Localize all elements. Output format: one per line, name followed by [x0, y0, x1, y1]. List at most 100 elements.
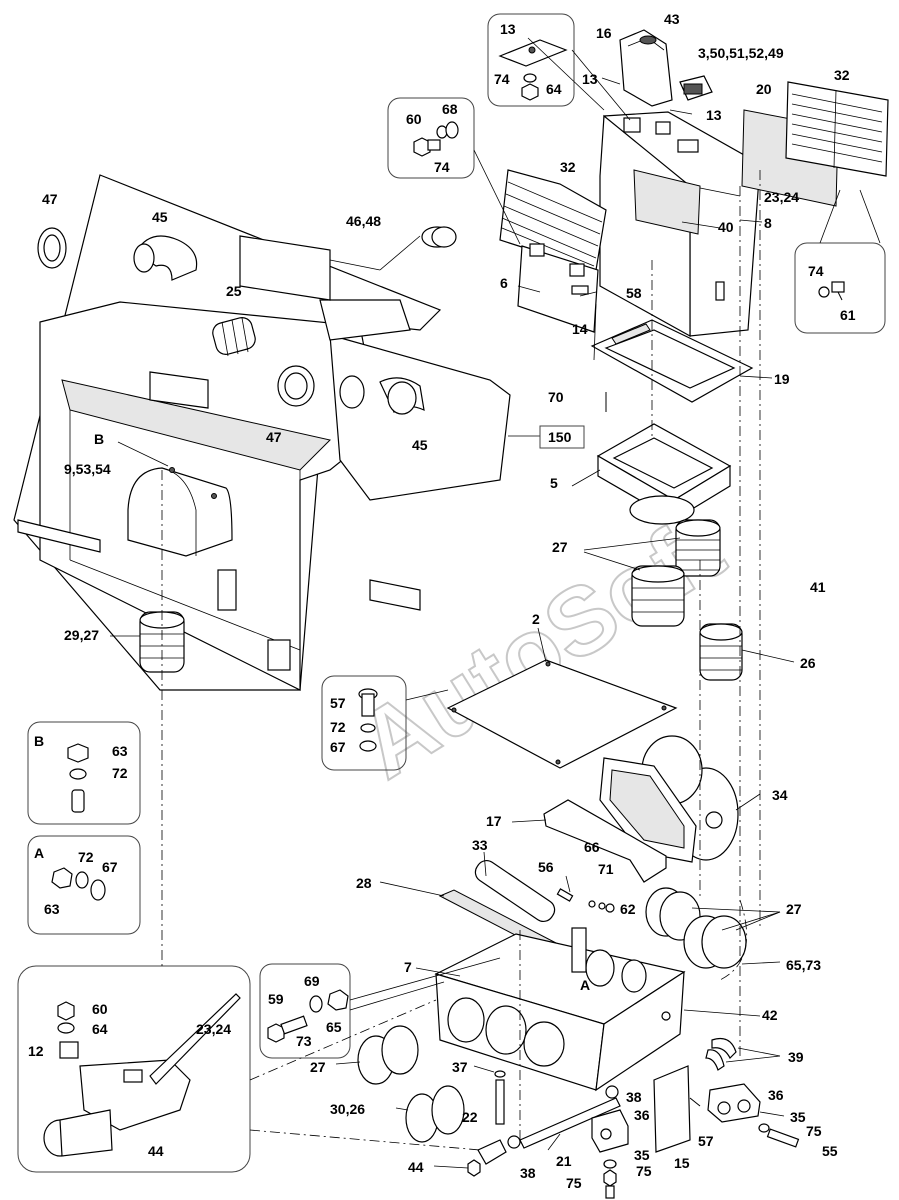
housing-port [339, 375, 365, 409]
ring-47a [37, 227, 67, 269]
label-61: 61 [840, 307, 856, 323]
label-64: 64 [92, 1021, 108, 1037]
blower-34 [599, 735, 739, 863]
detail-box-59-69-65-73 [259, 963, 351, 1059]
label-19: 19 [774, 371, 790, 387]
label-56: 56 [538, 859, 554, 875]
label-57: 57 [698, 1133, 714, 1149]
label-74: 74 [808, 263, 824, 279]
label-36: 36 [634, 1107, 650, 1123]
label-23-24: 23,24 [764, 189, 799, 205]
label-38: 38 [626, 1089, 642, 1105]
label-47: 47 [42, 191, 58, 207]
pipe-21 [519, 1097, 621, 1149]
guide-lines [161, 170, 761, 1151]
cover-plate-2 [446, 659, 678, 769]
label-44: 44 [148, 1143, 164, 1159]
valve-44-assembly [43, 993, 241, 1157]
label-75: 75 [806, 1123, 822, 1139]
detail-box-60-68-74 [387, 97, 475, 179]
cover-plate-2-hole [451, 707, 457, 713]
label-43: 43 [664, 11, 680, 27]
label-29-27: 29,27 [64, 627, 99, 643]
label-38: 38 [520, 1165, 536, 1181]
detail-box-A [27, 835, 141, 935]
label-62: 62 [620, 901, 636, 917]
label-45: 45 [412, 437, 428, 453]
hose-30-26 [405, 1085, 465, 1143]
label-65-73: 65,73 [786, 957, 821, 973]
label-55: 55 [822, 1143, 838, 1159]
cover-plate-2-hole [555, 759, 561, 765]
pipe-22 [495, 1079, 505, 1125]
label-34: 34 [772, 787, 788, 803]
label-39: 39 [788, 1049, 804, 1065]
plate-13-hole [528, 46, 536, 54]
label-74: 74 [494, 71, 510, 87]
label-37: 37 [452, 1059, 468, 1075]
part-labels: 13 16 43 3,50,51,52,49 32 20 74 64 13 13… [28, 11, 856, 1191]
label-27: 27 [552, 539, 568, 555]
label-27: 27 [310, 1059, 326, 1075]
label-67: 67 [102, 859, 118, 875]
grille-32-right [785, 81, 889, 177]
label-74: 74 [434, 159, 450, 175]
label-42: 42 [762, 1007, 778, 1023]
label-B-detail: B [34, 733, 44, 749]
detail-box-13-74-64 [487, 13, 575, 107]
bracket-15 [653, 1065, 691, 1153]
hose-27-lower-left [357, 1025, 419, 1085]
ring-46-48 [421, 226, 457, 248]
label-46-48: 46,48 [346, 213, 381, 229]
bolts-56-66-71-62 [556, 888, 615, 913]
label-64: 64 [546, 81, 562, 97]
label-26: 26 [800, 655, 816, 671]
label-45: 45 [152, 209, 168, 225]
hose-fitting-39 [705, 1037, 737, 1071]
label-20: 20 [756, 81, 772, 97]
label-70: 70 [548, 389, 564, 405]
detail-box-valve-44 [17, 965, 251, 1173]
label-33: 33 [472, 837, 488, 853]
label-23-24: 23,24 [196, 1021, 231, 1037]
valve-44-lower [467, 1139, 507, 1177]
gasket-19 [590, 319, 754, 403]
cab-housing-150 [13, 174, 511, 691]
label-8: 8 [764, 215, 772, 231]
label-72: 72 [330, 719, 346, 735]
label-63: 63 [44, 901, 60, 917]
bolt-60-68-74 [413, 121, 459, 157]
label-13: 13 [706, 107, 722, 123]
bolt-59-69-65-73 [267, 989, 349, 1043]
label-5: 5 [550, 475, 558, 491]
hose-27-right-a [645, 887, 701, 941]
label-57: 57 [330, 695, 346, 711]
bolt-57-72-67 [358, 688, 378, 752]
bolt-75-55 [758, 1123, 800, 1148]
label-32: 32 [834, 67, 850, 83]
label-41: 41 [810, 579, 826, 595]
detail-box-B [27, 721, 141, 825]
label-6: 6 [500, 275, 508, 291]
control-panel-16-43 [619, 29, 673, 107]
label-28: 28 [356, 875, 372, 891]
label-150: 150 [548, 429, 572, 445]
label-9-53-54: 9,53,54 [64, 461, 111, 477]
switch-3-50 [679, 75, 713, 101]
hose-26 [699, 623, 743, 681]
label-66: 66 [584, 839, 600, 855]
nut-63-72-67-A [51, 867, 106, 901]
label-35: 35 [634, 1147, 650, 1163]
label-73: 73 [296, 1033, 312, 1049]
nut-63-72-B [67, 743, 89, 813]
label-75: 75 [566, 1175, 582, 1191]
label-21: 21 [556, 1153, 572, 1169]
detail-box-57-72-67 [321, 675, 407, 771]
label-22: 22 [462, 1109, 478, 1125]
label-58: 58 [626, 285, 642, 301]
cover-plate-2-hole [545, 661, 551, 667]
label-44: 44 [408, 1159, 424, 1175]
label-16: 16 [596, 25, 612, 41]
label-63: 63 [112, 743, 128, 759]
label-3-50-51-52-49: 3,50,51,52,49 [698, 45, 784, 61]
